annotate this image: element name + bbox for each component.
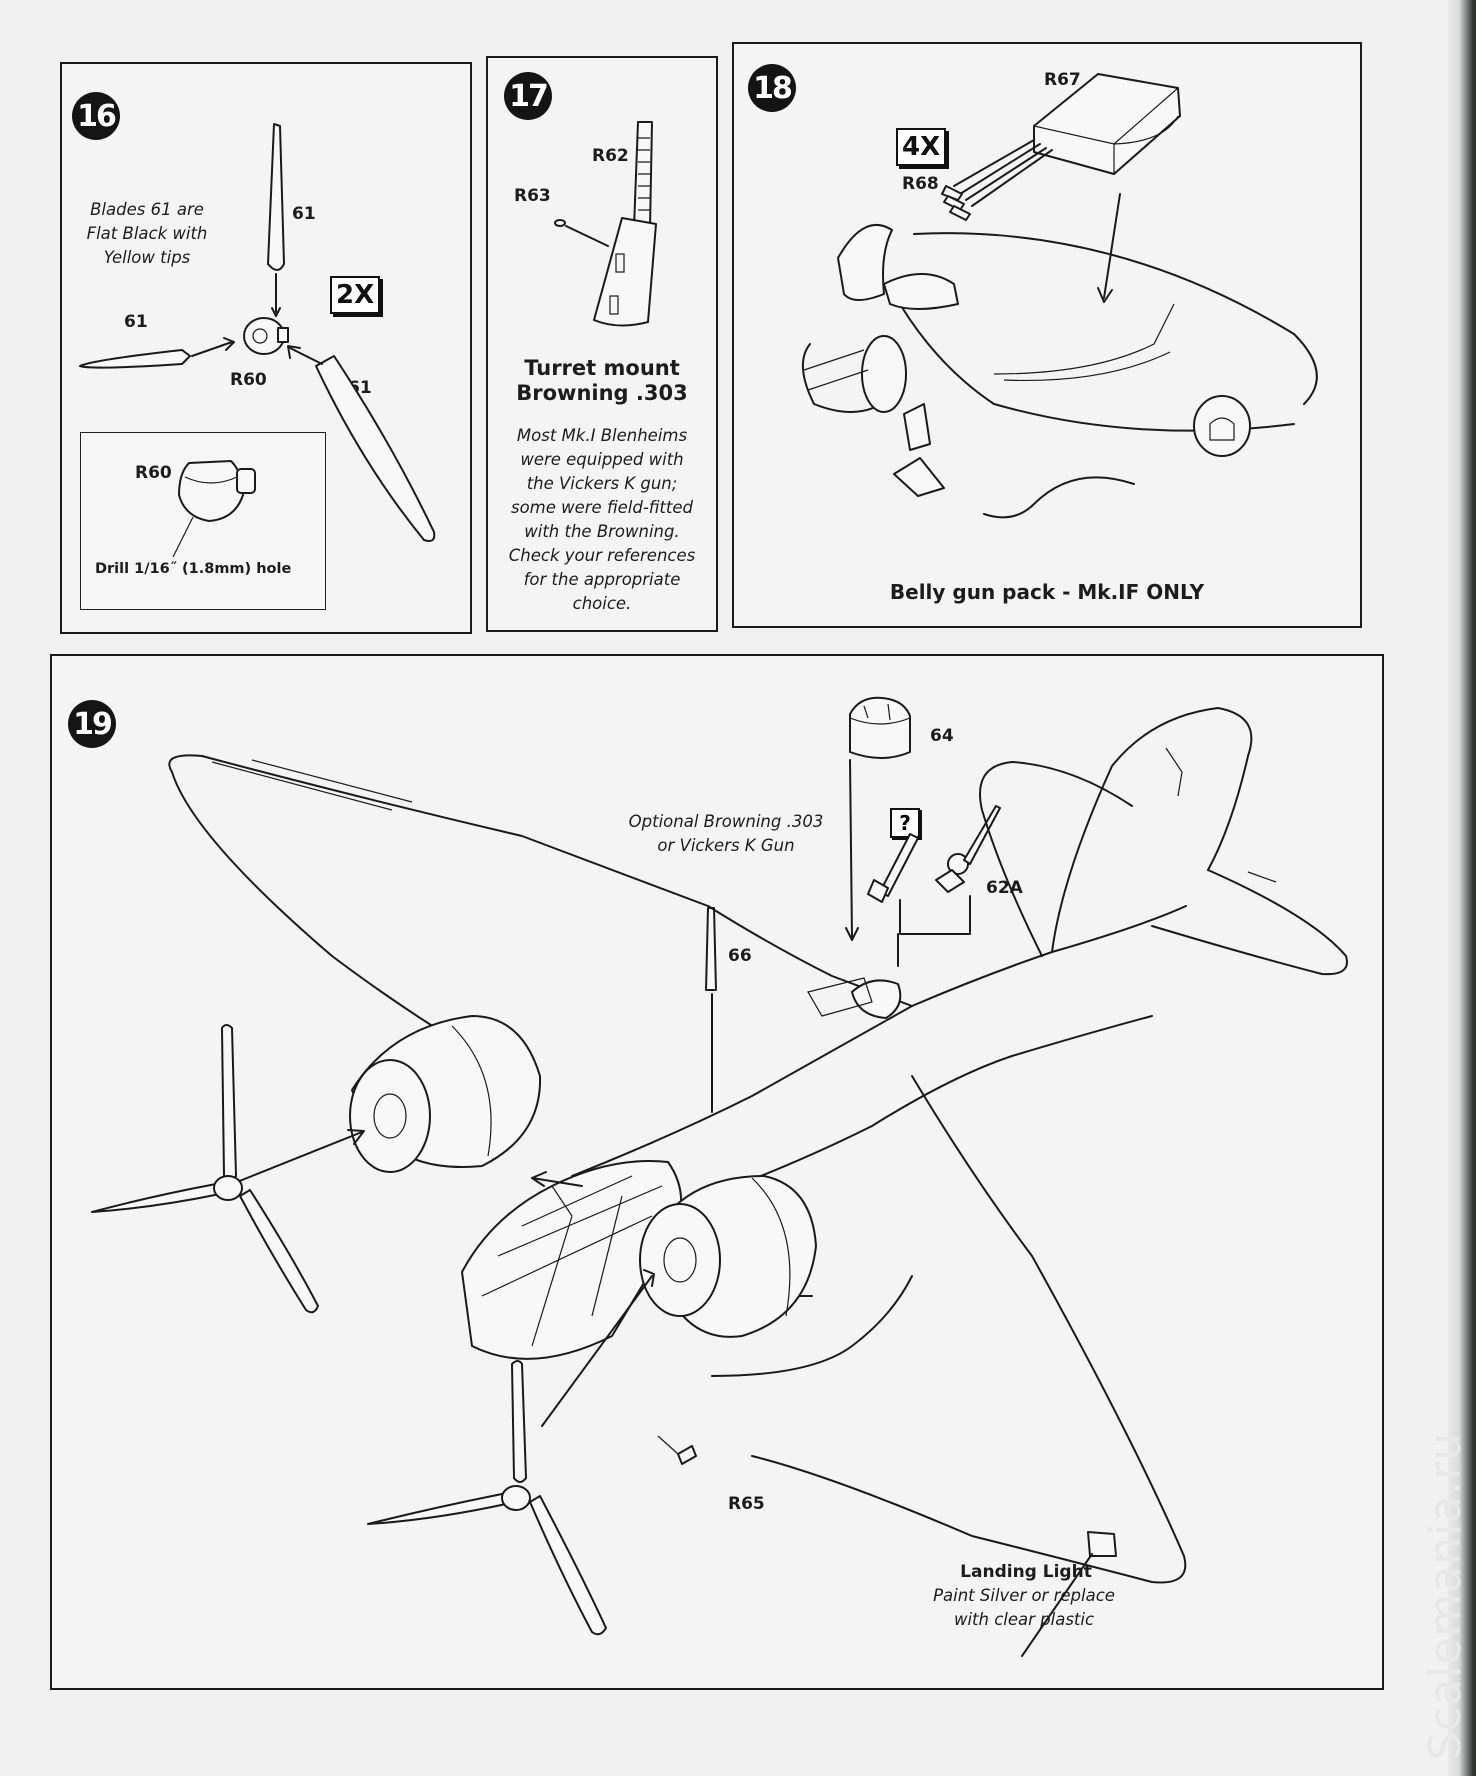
antenna-label: 66	[728, 946, 752, 966]
step-16-number: 16	[72, 92, 120, 140]
optional-gun-note: Optional Browning .303 or Vickers K Gun	[628, 812, 824, 855]
r65-label: R65	[728, 1494, 765, 1514]
turret-label: 64	[930, 726, 954, 746]
belly-gun-caption: Belly gun pack - Mk.IF ONLY	[889, 580, 1205, 604]
step-17-panel: 17 R62 R63 Turret mount Browning .303 Mo…	[486, 56, 718, 632]
gun-label: R62	[592, 146, 629, 166]
step-19-number: 19	[68, 700, 116, 748]
pack-label: R67	[1044, 70, 1081, 90]
step-18-panel: 18 R67 4X R68 Belly gun pack - Mk.IF ONL…	[732, 42, 1362, 628]
belly-pack-drawing	[801, 73, 1318, 519]
hub-label: R60	[230, 370, 267, 390]
hub-detail-drawing	[172, 460, 256, 558]
blade-top-label: 61	[292, 204, 316, 224]
barrels-label: R68	[902, 174, 939, 194]
step-18-number: 18	[748, 64, 796, 112]
step-16-panel: 16 Blades 61 are Flat Black with Yellow …	[60, 62, 472, 634]
sheet-edge	[1448, 0, 1476, 1776]
multiplier-2x: 2X	[330, 276, 381, 314]
blade-color-note: Blades 61 are Flat Black with Yellow tip…	[86, 200, 208, 267]
browning-gun-drawing	[554, 121, 657, 327]
optional-question-box: ?	[890, 808, 920, 838]
blade-left-label: 61	[124, 312, 148, 332]
step-17-note: Most Mk.I Blenheims were equipped with t…	[508, 426, 696, 613]
blenheim-assembly-drawing	[91, 696, 1348, 1657]
drill-inset: R60 Drill 1/16˝ (1.8mm) hole	[80, 432, 326, 610]
inset-part-label: R60	[135, 463, 172, 483]
pin-label: R63	[514, 186, 551, 206]
step-17-title: Turret mount Browning .303	[516, 356, 688, 405]
drill-caption: Drill 1/16˝ (1.8mm) hole	[95, 561, 292, 577]
landing-light-note: Paint Silver or replace with clear plast…	[933, 1586, 1115, 1629]
propeller-exploded-drawing	[79, 123, 436, 542]
step-19-panel: 19 64 Optional Browning .303 or Vickers …	[50, 654, 1384, 1690]
step-17-number: 17	[504, 72, 552, 120]
watermark: Scalemania.ru	[1420, 1431, 1471, 1760]
multiplier-4x: 4X	[896, 128, 947, 166]
landing-light-title: Landing Light	[960, 1562, 1092, 1582]
